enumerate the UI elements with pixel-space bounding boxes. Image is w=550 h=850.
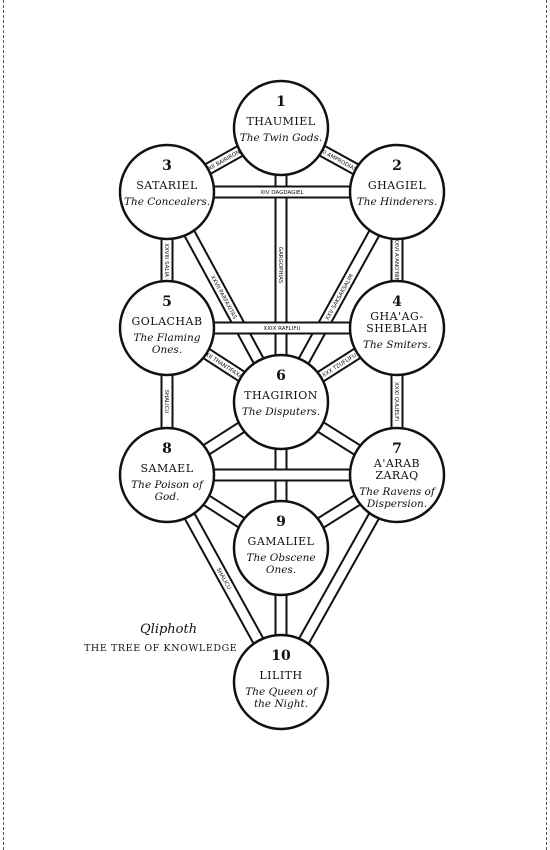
- node-description: Ones.: [266, 564, 296, 576]
- node-description: The Poison of: [131, 479, 205, 491]
- left-border-line: [3, 0, 4, 850]
- node-number: 7: [392, 441, 402, 457]
- node-name: SAMAEL: [140, 462, 193, 475]
- node-description: Dispersion.: [366, 498, 427, 510]
- node-number: 1: [276, 94, 286, 110]
- node-name: A'ARAB: [373, 457, 420, 470]
- node-number: 9: [276, 514, 286, 530]
- path-label: XXVIII SALIA: [163, 243, 169, 277]
- node-description: The Smiters.: [363, 339, 431, 351]
- node-name: THAGIRION: [244, 389, 318, 402]
- node-number: 10: [271, 648, 291, 664]
- node-name: GHAGIEL: [368, 179, 426, 192]
- node-circle: [118, 143, 216, 241]
- node-circle: [118, 279, 216, 377]
- path-label: XXVI A'ANO'NIN: [393, 238, 399, 282]
- node-name: SATARIEL: [136, 179, 198, 192]
- node-name: ZARAQ: [375, 469, 418, 482]
- node-name: GOLACHAB: [131, 315, 202, 328]
- node-name: SHEBLAH: [366, 322, 428, 335]
- node-number: 3: [162, 158, 172, 174]
- node-description: The Twin Gods.: [240, 132, 323, 144]
- node-number: 2: [392, 158, 402, 174]
- node-description: The Concealers.: [124, 196, 210, 208]
- node-name: LILITH: [259, 669, 302, 682]
- node-name: GHA'AG-: [370, 310, 424, 323]
- node-circle: [232, 353, 330, 451]
- node-description: Ones.: [152, 344, 182, 356]
- node-circle: [348, 279, 446, 377]
- node-name: GAMALIEL: [248, 535, 315, 548]
- node-circle: [232, 633, 330, 731]
- path-label: XXXI QULIELFI: [393, 382, 399, 421]
- node-description: The Disputers.: [242, 406, 320, 418]
- node-description: The Queen of: [245, 686, 319, 698]
- path-label: SHALICU: [163, 390, 169, 414]
- node-description: The Ravens of: [359, 486, 437, 498]
- node-description: The Hinderers.: [357, 196, 438, 208]
- node-number: 5: [162, 294, 172, 310]
- node-circle: [118, 426, 216, 524]
- path-label: GARGOPHIAS: [277, 247, 283, 284]
- node-circle: [348, 426, 446, 524]
- node-circle: [232, 79, 330, 177]
- node-circle: [348, 143, 446, 241]
- path-label: XXV SAKSAKSALIM: [325, 273, 355, 321]
- path-label: XXVII PARFAXITAS: [209, 275, 238, 321]
- diagram-subtitle: THE TREE OF KNOWLEDGE: [84, 643, 238, 654]
- node-name: THAUMIEL: [246, 115, 315, 128]
- path-label: XXIX RAFLIFU: [263, 326, 300, 332]
- node-number: 6: [276, 368, 286, 384]
- diagram-title: Qliphoth: [140, 622, 198, 637]
- node-description: God.: [155, 491, 180, 503]
- node-number: 8: [162, 441, 172, 457]
- node-number: 4: [392, 294, 402, 310]
- right-border-line: [546, 0, 547, 850]
- node-description: The Flaming: [133, 332, 200, 344]
- path-label: XIV DAGDAGIEL: [260, 190, 304, 196]
- node-description: The Obscene: [246, 552, 315, 564]
- node-circle: [232, 499, 330, 597]
- node-description: the Night.: [254, 698, 308, 710]
